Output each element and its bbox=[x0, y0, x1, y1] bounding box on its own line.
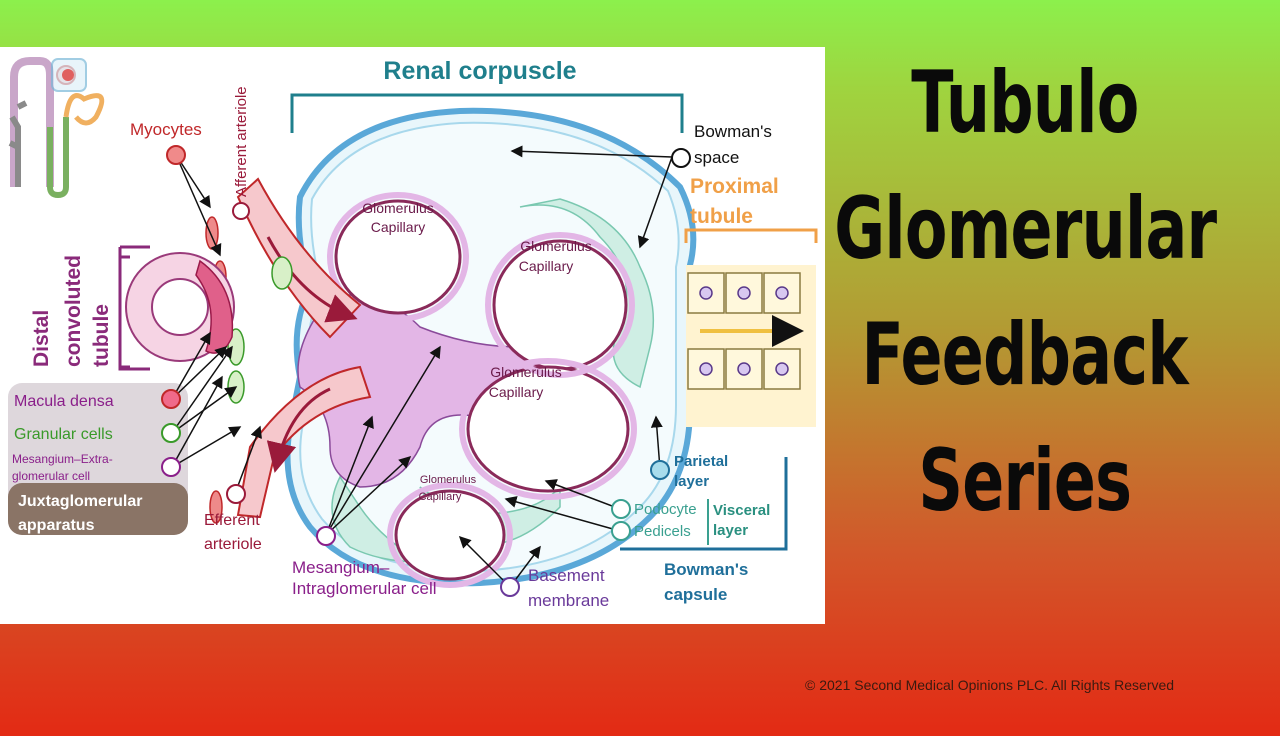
label-macula-densa: Macula densa bbox=[14, 393, 114, 410]
label-capillary-2b: Capillary bbox=[519, 258, 573, 274]
label-jga-1: Juxtaglomerular bbox=[18, 493, 142, 510]
capillary-loops bbox=[334, 199, 630, 581]
title-line-1: Tubulo bbox=[911, 53, 1139, 153]
capillary-1 bbox=[334, 199, 462, 315]
label-basement-2: membrane bbox=[528, 591, 609, 610]
label-visceral-1: Visceral bbox=[713, 502, 770, 519]
label-myocytes: Myocytes bbox=[130, 120, 202, 139]
label-jga-2: apparatus bbox=[18, 517, 95, 534]
label-parietal-1: Parietal bbox=[674, 453, 728, 470]
copyright-notice: © 2021 Second Medical Opinions PLC. All … bbox=[805, 677, 1175, 693]
capillary-outer-rings bbox=[327, 192, 637, 588]
series-title: Tubulo Glomerular Feedback Series bbox=[830, 40, 1220, 560]
arterioles bbox=[236, 177, 372, 519]
label-markers bbox=[161, 145, 691, 597]
label-proximal-1: Proximal bbox=[690, 175, 779, 198]
label-bowmans-space-1: Bowman's bbox=[694, 122, 772, 141]
label-capillary-3b: Capillary bbox=[489, 384, 543, 400]
label-capillary-4a: Glomerulus bbox=[420, 474, 477, 486]
label-bowmans-capsule-1: Bowman's bbox=[664, 560, 748, 579]
label-podocyte: Podocyte bbox=[634, 501, 697, 518]
label-proximal-2: tubule bbox=[690, 205, 753, 228]
label-mesangium-intra-2: Intraglomerular cell bbox=[292, 579, 437, 598]
label-mesangium-intra-1: Mesangium– bbox=[292, 558, 390, 577]
label-parietal-2: layer bbox=[674, 473, 709, 490]
label-capillary-1a: Glomerulus bbox=[362, 200, 434, 216]
label-renal-corpuscle: Renal corpuscle bbox=[383, 57, 576, 85]
capillary-4 bbox=[394, 489, 506, 581]
bowmans-capsule-bracket bbox=[620, 457, 788, 551]
nephron-thumbnail bbox=[8, 57, 105, 199]
label-visceral-2: layer bbox=[713, 522, 748, 539]
label-efferent-2: arteriole bbox=[204, 536, 262, 553]
title-line-4: Series bbox=[918, 431, 1133, 531]
label-efferent-1: Efferent bbox=[204, 512, 260, 529]
label-afferent-arteriole: Afferent arteriole bbox=[233, 86, 250, 197]
title-line-2: Glomerular bbox=[833, 179, 1217, 279]
label-capillary-4b: Capillary bbox=[419, 491, 462, 503]
label-mesangium-extra-2: glomerular cell bbox=[12, 469, 90, 483]
label-bowmans-capsule-2: capsule bbox=[664, 585, 727, 604]
label-pedicels: Pedicels bbox=[634, 523, 691, 540]
jga-label-box bbox=[8, 483, 188, 535]
label-granular-cells: Granular cells bbox=[14, 426, 113, 443]
label-distal-3: tubule bbox=[90, 304, 113, 367]
label-bowmans-space-2: space bbox=[694, 148, 739, 167]
renal-corpuscle-bracket bbox=[290, 93, 684, 133]
label-capillary-3a: Glomerulus bbox=[490, 364, 562, 380]
label-capillary-1b: Capillary bbox=[371, 219, 425, 235]
label-basement-1: Basement bbox=[528, 566, 605, 585]
label-distal-2: convoluted bbox=[62, 255, 85, 367]
proximal-tubule-shape bbox=[684, 228, 818, 427]
diagram-svg: Renal corpuscle Bowman's space Proximal … bbox=[8, 57, 818, 610]
label-capillary-2a: Glomerulus bbox=[520, 238, 592, 254]
label-mesangium-extra-1: Mesangium–Extra- bbox=[12, 452, 113, 466]
capillary-3 bbox=[466, 365, 630, 493]
title-line-3: Feedback bbox=[861, 305, 1189, 405]
label-distal-1: Distal bbox=[30, 310, 53, 367]
renal-corpuscle-diagram: Renal corpuscle Bowman's space Proximal … bbox=[0, 47, 825, 624]
